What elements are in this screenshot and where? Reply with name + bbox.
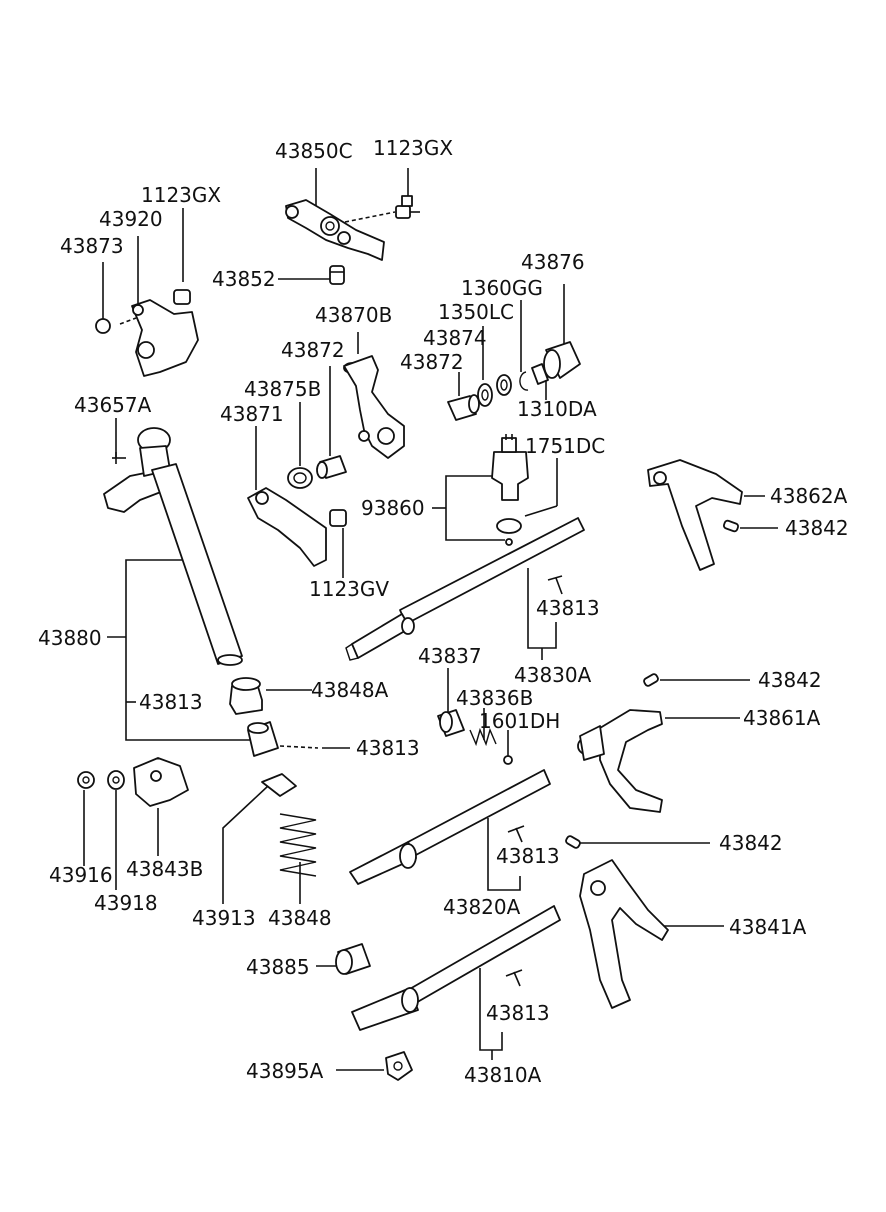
part-43874-washer: [477, 383, 493, 407]
part-43813-pin-e: [505, 969, 523, 987]
part-43850c-bracket: [285, 199, 385, 261]
label-43842-lower: 43842: [719, 831, 783, 855]
label-43876: 43876: [521, 250, 585, 274]
label-43874: 43874: [423, 326, 487, 350]
part-1751dc-switch: [491, 434, 529, 501]
part-43918-washer: [107, 770, 125, 790]
part-43852-bolt: [329, 265, 345, 285]
part-43871-lever: [247, 487, 327, 567]
part-43830a-shift-rail: [345, 517, 585, 661]
part-1123gx-bolt-top: [395, 195, 420, 219]
label-43813-block: 43813: [356, 736, 420, 760]
part-43913-plate: [261, 773, 297, 797]
part-43875b-seal: [287, 467, 313, 489]
label-93860: 93860: [361, 496, 425, 520]
label-43820a: 43820A: [443, 895, 521, 919]
label-43862a: 43862A: [770, 484, 848, 508]
label-43872-right: 43872: [400, 350, 464, 374]
label-43852: 43852: [212, 267, 276, 291]
part-number-labels: 43850C 1123GX 1123GX 43920 43873 43852 4…: [38, 136, 849, 1087]
part-43895a-clip: [385, 1051, 413, 1081]
label-1751dc: 1751DC: [525, 434, 605, 458]
part-43872-bushing-mid: [316, 455, 347, 479]
label-1123gv: 1123GV: [309, 577, 389, 601]
label-43813-shaft: 43813: [139, 690, 203, 714]
part-43837-plug: [437, 709, 465, 737]
label-43843b: 43843B: [126, 857, 203, 881]
part-43841a-fork: [579, 859, 669, 1009]
part-1601dh-ball: [503, 755, 513, 765]
part-1123gv-bolt: [329, 509, 347, 527]
part-43836b-spring: [469, 727, 497, 747]
label-43871: 43871: [220, 402, 284, 426]
label-43657a: 43657A: [74, 393, 152, 417]
part-43876-cap: [543, 341, 581, 379]
label-43885: 43885: [246, 955, 310, 979]
part-1310da-bushing: [531, 363, 549, 385]
part-1350lc-seal: [496, 374, 512, 396]
label-43810a: 43810A: [464, 1063, 542, 1087]
label-1123gx-top: 1123GX: [373, 136, 453, 160]
label-43837: 43837: [418, 644, 482, 668]
label-43895a: 43895A: [246, 1059, 324, 1083]
label-43870b: 43870B: [315, 303, 392, 327]
part-43872-bushing-left: [447, 394, 480, 421]
label-43872-upper: 43872: [281, 338, 345, 362]
part-43810a-shift-rail: [351, 905, 561, 1031]
part-43813-pin-c: [112, 452, 126, 464]
label-43880: 43880: [38, 626, 102, 650]
label-43873: 43873: [60, 234, 124, 258]
part-43842-pin-b: [643, 673, 659, 687]
label-43913: 43913: [192, 906, 256, 930]
label-43850c: 43850C: [275, 139, 353, 163]
part-43862a-fork: [647, 459, 743, 571]
part-43813-pin-a: [547, 575, 563, 595]
part-43843b-bracket: [133, 757, 189, 807]
label-43916: 43916: [49, 863, 113, 887]
label-43813-rail-upper: 43813: [536, 596, 600, 620]
part-43820a-shift-rail: [349, 769, 551, 885]
part-43813-block: [247, 721, 279, 757]
part-43848-spring: [279, 813, 317, 877]
label-43848: 43848: [268, 906, 332, 930]
label-1123gx-left: 1123GX: [141, 183, 221, 207]
part-43657a-bracket: [103, 469, 167, 513]
part-43916-nut: [77, 771, 95, 789]
label-1360gg: 1360GG: [461, 276, 543, 300]
label-43830a: 43830A: [514, 663, 592, 687]
part-43848a-bushing: [229, 677, 263, 715]
part-43870b-lever: [343, 355, 405, 459]
part-43880-shift-shaft: [137, 427, 243, 666]
label-43842-top: 43842: [785, 516, 849, 540]
part-93860-gasket: [496, 518, 522, 546]
part-43873-nut: [95, 318, 111, 334]
label-43836b: 43836B: [456, 686, 533, 710]
part-43842-pin-a: [722, 519, 740, 533]
label-43848a: 43848A: [311, 678, 389, 702]
label-43918: 43918: [94, 891, 158, 915]
label-1310da: 1310DA: [517, 397, 597, 421]
label-1350lc: 1350LC: [438, 300, 514, 324]
part-43813-pin-d: [507, 825, 525, 843]
label-43920: 43920: [99, 207, 163, 231]
part-1360gg-ring: [519, 371, 529, 391]
part-1123gx-bolt-left: [173, 289, 191, 305]
label-1601dh: 1601DH: [479, 709, 560, 733]
part-43861a-fork: [577, 709, 663, 813]
part-43842-pin-c: [565, 835, 581, 849]
leader-lines: [83, 168, 778, 1071]
label-43842-mid: 43842: [758, 668, 822, 692]
part-43885-bushing: [335, 943, 371, 975]
label-43861a: 43861A: [743, 706, 821, 730]
label-43841a: 43841A: [729, 915, 807, 939]
part-43920-bracket: [131, 299, 199, 377]
label-43875b: 43875B: [244, 377, 321, 401]
label-43813-rail-mid: 43813: [496, 844, 560, 868]
label-43813-rail-lower: 43813: [486, 1001, 550, 1025]
